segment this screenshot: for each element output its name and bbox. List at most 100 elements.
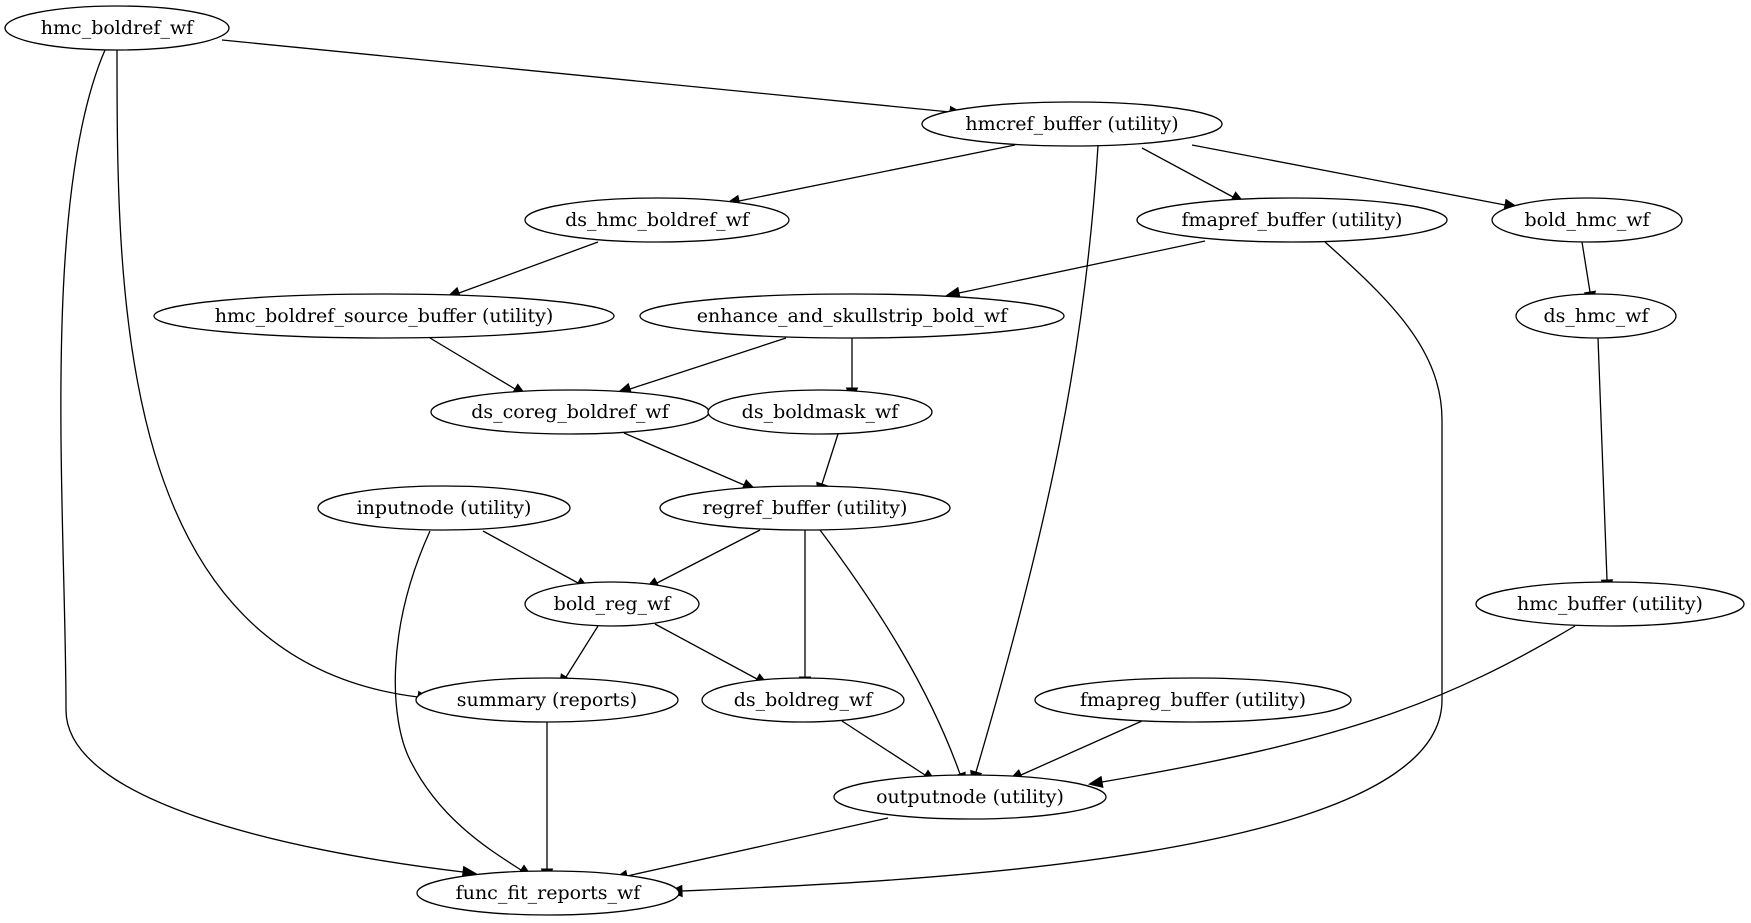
edge-outputnode-to-func_fit_reports_wf	[613, 817, 889, 883]
edge-fmapref_buffer-to-enhance_and_skullstrip_bold_wf	[945, 240, 1206, 300]
node-bold-hmc-wf[interactable]: bold_hmc_wf	[1491, 197, 1683, 243]
node-ds-coreg-boldref-wf[interactable]: ds_coreg_boldref_wf	[430, 389, 710, 435]
edge-line	[1141, 147, 1234, 198]
node-ellipse	[701, 677, 905, 723]
node-ellipse	[1475, 581, 1745, 627]
node-inputnode[interactable]: inputnode (utility)	[317, 485, 571, 531]
node-ellipse	[317, 485, 571, 531]
edge-hmc_boldref_wf-to-hmcref_buffer	[221, 39, 965, 119]
edge-line	[681, 241, 1443, 892]
node-hmc-buffer[interactable]: hmc_buffer (utility)	[1475, 581, 1745, 627]
edge-regref_buffer-to-ds_boldreg_wf	[798, 530, 812, 692]
edge-line	[458, 241, 599, 294]
node-ellipse	[833, 774, 1107, 820]
node-label: ds_hmc_wf	[1543, 305, 1650, 327]
node-ds-hmc-wf[interactable]: ds_hmc_wf	[1515, 293, 1677, 339]
node-fmapref-buffer[interactable]: fmapref_buffer (utility)	[1136, 197, 1448, 243]
node-ellipse	[4, 5, 230, 51]
node-ellipse	[415, 677, 679, 723]
edge-bold_reg_wf-to-ds_boldreg_wf	[654, 623, 770, 686]
node-label: fmapreg_buffer (utility)	[1080, 689, 1306, 711]
node-label: enhance_and_skullstrip_bold_wf	[697, 305, 1009, 327]
node-func-fit-reports-wf[interactable]: func_fit_reports_wf	[416, 870, 680, 916]
node-ellipse	[1034, 677, 1352, 723]
node-label: ds_boldmask_wf	[742, 401, 901, 423]
edge-line	[819, 529, 961, 775]
node-label: inputnode (utility)	[357, 497, 532, 519]
node-ellipse	[707, 389, 933, 435]
edge-hmc_boldref_source_buffer-to-ds_coreg_boldref_wf	[429, 337, 528, 397]
edge-line	[623, 432, 745, 486]
node-label: bold_reg_wf	[554, 593, 673, 615]
edge-ds_boldreg_wf-to-outputnode	[841, 720, 937, 783]
node-fmapreg-buffer[interactable]: fmapreg_buffer (utility)	[1034, 677, 1352, 723]
edge-hmcref_buffer-to-ds_hmc_boldref_wf	[725, 144, 1016, 208]
edge-inputnode-to-bold_reg_wf	[482, 530, 591, 590]
edges-layer	[60, 39, 1614, 898]
edge-line	[656, 529, 761, 584]
edge-line	[841, 720, 926, 776]
edge-line	[60, 49, 464, 873]
node-label: hmc_boldref_source_buffer (utility)	[215, 305, 554, 327]
edge-hmc_boldref_wf-to-summary	[116, 49, 433, 704]
edge-line	[958, 240, 1206, 294]
node-ellipse	[416, 870, 680, 916]
edge-line	[1597, 337, 1608, 581]
edge-line	[1101, 625, 1576, 783]
node-ellipse	[153, 293, 615, 339]
edge-ds_hmc_boldref_wf-to-hmc_boldref_source_buffer	[445, 241, 599, 299]
node-hmc-boldref-wf[interactable]: hmc_boldref_wf	[4, 5, 230, 51]
edge-hmc_boldref_wf-to-func_fit_reports_wf	[60, 49, 478, 879]
node-label: hmcref_buffer (utility)	[965, 113, 1178, 135]
node-label: ds_coreg_boldref_wf	[471, 401, 670, 423]
node-ds-hmc-boldref-wf[interactable]: ds_hmc_boldref_wf	[524, 197, 790, 243]
node-label: regref_buffer (utility)	[703, 497, 908, 519]
edge-line	[1191, 144, 1506, 206]
edge-line	[565, 625, 599, 678]
edge-line	[626, 817, 889, 877]
node-ellipse	[921, 101, 1223, 147]
node-bold-reg-wf[interactable]: bold_reg_wf	[524, 581, 700, 627]
node-ellipse	[659, 485, 951, 531]
edge-line	[975, 145, 1099, 773]
node-hmc-boldref-source-buffer[interactable]: hmc_boldref_source_buffer (utility)	[153, 293, 615, 339]
node-outputnode[interactable]: outputnode (utility)	[833, 774, 1107, 820]
edge-line	[821, 433, 839, 485]
edge-summary-to-func_fit_reports_wf	[540, 722, 554, 884]
node-ellipse	[524, 197, 790, 243]
edge-line	[394, 530, 522, 871]
edge-line	[482, 530, 579, 584]
edge-line	[1581, 241, 1591, 293]
node-label: func_fit_reports_wf	[456, 882, 643, 904]
edge-fmapreg_buffer-to-outputnode	[1007, 720, 1143, 781]
edge-enhance_and_skullstrip_bold_wf-to-ds_coreg_boldref_wf	[616, 337, 787, 395]
node-summary[interactable]: summary (reports)	[415, 677, 679, 723]
node-ds-boldreg-wf[interactable]: ds_boldreg_wf	[701, 677, 905, 723]
node-regref-buffer[interactable]: regref_buffer (utility)	[659, 485, 951, 531]
node-ellipse	[1136, 197, 1448, 243]
node-ellipse	[524, 581, 700, 627]
node-label: outputnode (utility)	[876, 786, 1064, 808]
edge-ds_coreg_boldref_wf-to-regref_buffer	[623, 432, 758, 491]
edge-line	[221, 39, 951, 113]
edge-line	[738, 144, 1016, 202]
edge-regref_buffer-to-outputnode	[819, 529, 966, 788]
edge-arrowhead	[1087, 775, 1104, 789]
edge-line	[654, 623, 758, 680]
edge-line	[1020, 720, 1143, 776]
node-label: fmapref_buffer (utility)	[1182, 209, 1403, 231]
node-label: bold_hmc_wf	[1524, 209, 1651, 231]
edge-line	[629, 337, 787, 390]
node-label: hmc_buffer (utility)	[1517, 593, 1703, 615]
node-hmcref-buffer[interactable]: hmcref_buffer (utility)	[921, 101, 1223, 147]
node-ellipse	[1515, 293, 1677, 339]
node-label: hmc_boldref_wf	[41, 17, 195, 39]
edge-line	[429, 337, 516, 390]
node-enhance-and-skullstrip-bold-wf[interactable]: enhance_and_skullstrip_bold_wf	[639, 293, 1065, 339]
node-ds-boldmask-wf[interactable]: ds_boldmask_wf	[707, 389, 933, 435]
node-ellipse	[639, 293, 1065, 339]
edge-hmc_buffer-to-outputnode	[1087, 625, 1576, 789]
node-label: summary (reports)	[457, 689, 637, 711]
edge-line	[116, 49, 419, 698]
